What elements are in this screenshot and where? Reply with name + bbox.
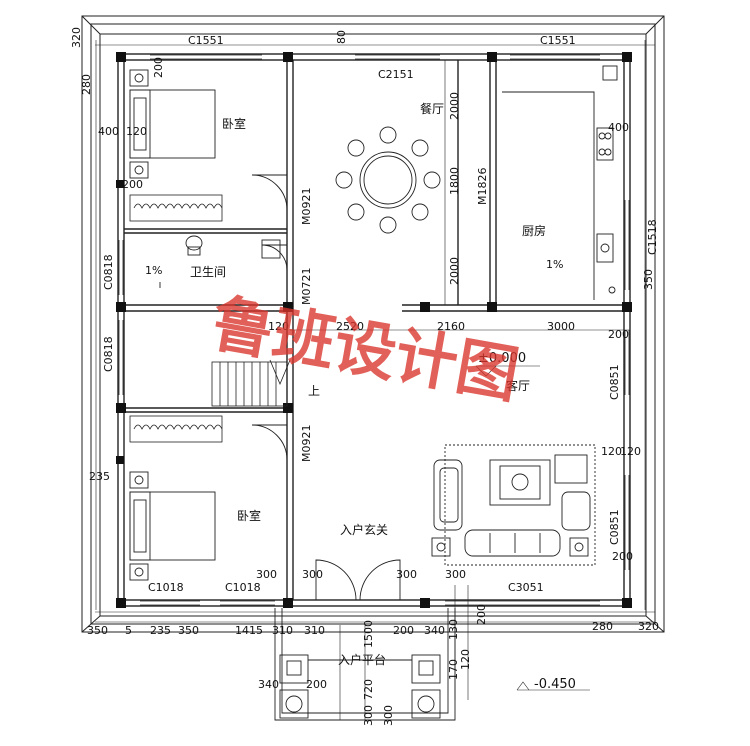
dim-label: 280 [80, 74, 93, 95]
dim-label: 300 [256, 568, 277, 581]
dim-label: 120 [601, 445, 622, 458]
dim-label: 300 [396, 568, 417, 581]
dim-label: 350 [642, 269, 655, 290]
room-bathroom: 卫生间 [190, 265, 226, 279]
dim-label: 2520 [336, 320, 364, 333]
bed-bottom [129, 471, 216, 581]
door-label-m1826: M1826 [476, 168, 489, 206]
door-label-m0921-lower: M0921 [300, 425, 313, 463]
window-label-c0851-lower: C0851 [608, 509, 621, 545]
level-floor: ±0.000 [478, 351, 526, 366]
room-labels: 卧室 卫生间 餐厅 厨房 客厅 入户玄关 卧室 入户平台 上 [190, 101, 546, 667]
room-bedroom-bottom: 卧室 [237, 508, 261, 523]
wardrobes [129, 194, 223, 443]
bathroom-fixtures [159, 235, 281, 288]
dim-label: 80 [335, 30, 348, 44]
window-label-c3051: C3051 [508, 581, 544, 594]
dim-label: 2000 [448, 257, 461, 285]
room-dining: 餐厅 [420, 101, 444, 116]
outer-outline [81, 15, 665, 633]
dim-label: 340 [258, 678, 279, 691]
dim-label: 280 [592, 620, 613, 633]
door-label-m0921-upper: M0921 [300, 188, 313, 226]
dim-label: 170 [447, 659, 460, 680]
window-label-c1518: C1518 [646, 219, 659, 255]
kitchen-counter [502, 65, 618, 300]
dim-label: 1415 [235, 624, 263, 637]
dim-label: 2000 [448, 92, 461, 120]
door-swings [251, 160, 459, 601]
dim-label: 400 [98, 125, 119, 138]
structural-columns [116, 52, 632, 608]
dim-label: 120 [459, 649, 472, 670]
dimension-lines [95, 40, 655, 720]
room-entry-platform: 入户平台 [338, 652, 386, 667]
bed-top [129, 69, 216, 179]
stairs [211, 359, 291, 407]
dining-table [335, 126, 441, 234]
room-kitchen: 厨房 [522, 223, 546, 238]
dimension-labels: 320 280 200 400 120 200 80 2000 1800 200… [70, 27, 659, 726]
window-label-c0851-upper: C0851 [608, 364, 621, 400]
sofa-set [431, 444, 596, 566]
dim-label: 1800 [448, 167, 461, 195]
level-outside: -0.450 [534, 677, 576, 692]
dim-label: 300 [302, 568, 323, 581]
dim-label: 200 [393, 624, 414, 637]
dim-label: 300 [362, 705, 375, 726]
dim-label: 340 [424, 624, 445, 637]
dim-label: 130 [447, 619, 460, 640]
dim-label: 310 [304, 624, 325, 637]
dim-label: 200 [612, 550, 633, 563]
dim-label: 3000 [547, 320, 575, 333]
room-bedroom-top: 卧室 [222, 116, 246, 131]
dim-label: 400 [608, 121, 629, 134]
dim-label: 200 [608, 328, 629, 341]
dim-label: 350 [178, 624, 199, 637]
room-living: 客厅 [506, 378, 530, 393]
window-label-c1018-right: C1018 [225, 581, 261, 594]
window-label-c1551-right: C1551 [540, 34, 576, 47]
window-label-c2151: C2151 [378, 68, 414, 81]
slope-kitchen: 1% [546, 258, 563, 271]
dim-label: 2160 [437, 320, 465, 333]
dim-label: 300 [382, 705, 395, 726]
dim-label: 120 [268, 320, 289, 333]
dim-label: 235 [89, 470, 110, 483]
dim-label: 120 [126, 125, 147, 138]
dim-label: 320 [70, 27, 83, 48]
dim-label: 310 [272, 624, 293, 637]
dim-label: 350 [87, 624, 108, 637]
dim-label: 5 [125, 624, 132, 637]
dim-label: 320 [638, 620, 659, 633]
door-label-m0721: M0721 [300, 268, 313, 306]
dim-label: 200 [306, 678, 327, 691]
window-label-c1551-left: C1551 [188, 34, 224, 47]
dim-label: 200 [475, 604, 488, 625]
window-label-c1018-left: C1018 [148, 581, 184, 594]
dim-label: 235 [150, 624, 171, 637]
dim-label: 200 [122, 178, 143, 191]
room-entry-hall: 入户玄关 [340, 522, 388, 537]
window-labels: C1551 C1551 C2151 C0818 C0818 C1518 C085… [102, 34, 659, 594]
dim-label: 1500 [362, 620, 375, 648]
stair-up-label: 上 [308, 384, 320, 398]
dim-label: 200 [152, 57, 165, 78]
dim-label: 720 [362, 679, 375, 700]
door-labels: M0921 M0721 M0921 M1826 [300, 168, 489, 463]
slope-bath: 1% [145, 264, 162, 277]
window-label-c0818-upper: C0818 [102, 254, 115, 290]
dim-label: 120 [620, 445, 641, 458]
dim-label: 300 [445, 568, 466, 581]
window-label-c0818-lower: C0818 [102, 336, 115, 372]
windows [118, 54, 630, 606]
